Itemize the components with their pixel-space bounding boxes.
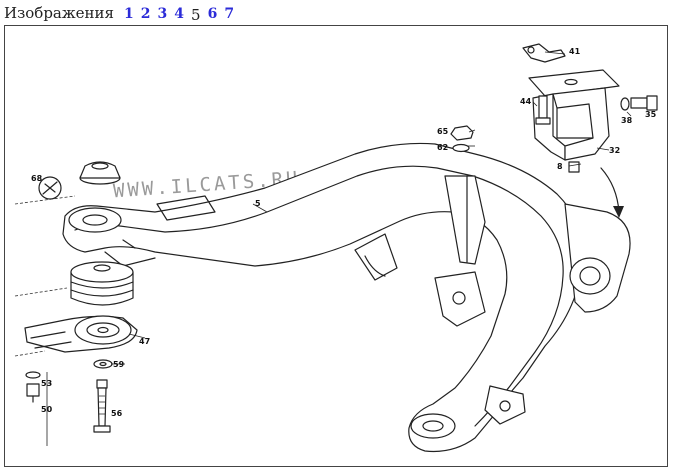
part-label-5: 5 [255, 199, 261, 208]
mount-stack-left [24, 161, 138, 433]
bracket-right [450, 43, 658, 218]
page-link-4[interactable]: 4 [174, 6, 185, 22]
part-label-59: 59 [113, 360, 125, 369]
leader-line-left-1 [14, 195, 76, 205]
part-label-65: 65 [437, 127, 449, 136]
diagram-frame: WWW.ILCATS.RU [4, 25, 668, 467]
pager-title: Изображения [4, 4, 115, 22]
part-label-47: 47 [139, 337, 150, 346]
image-pager-bar: Изображения 1 2 3 4 5 6 7 [4, 4, 234, 24]
part-label-62: 62 [437, 143, 448, 152]
part-label-44: 44 [520, 97, 532, 106]
part-label-53: 53 [41, 379, 52, 388]
page-current-5: 5 [191, 6, 201, 24]
subframe-main [62, 142, 631, 453]
page-link-1[interactable]: 1 [124, 6, 134, 22]
leader-line-left-3 [14, 350, 46, 357]
page-link-7[interactable]: 7 [224, 6, 235, 22]
page-link-6[interactable]: 6 [207, 6, 218, 22]
subframe-diagram: WWW.ILCATS.RU [14, 43, 658, 453]
page-link-3[interactable]: 3 [157, 6, 168, 22]
part-label-8: 8 [557, 162, 563, 171]
page-link-2[interactable]: 2 [140, 6, 151, 22]
part-label-41: 41 [569, 47, 581, 56]
part-label-50: 50 [41, 405, 53, 414]
part-label-32: 32 [609, 146, 620, 155]
part-label-68: 68 [31, 174, 43, 183]
part-label-56: 56 [111, 409, 123, 418]
part-label-38: 38 [621, 116, 633, 125]
leader-line-left-2 [14, 287, 68, 297]
part-label-35: 35 [645, 110, 657, 119]
page-links: 1 2 3 4 5 6 7 [124, 6, 234, 24]
